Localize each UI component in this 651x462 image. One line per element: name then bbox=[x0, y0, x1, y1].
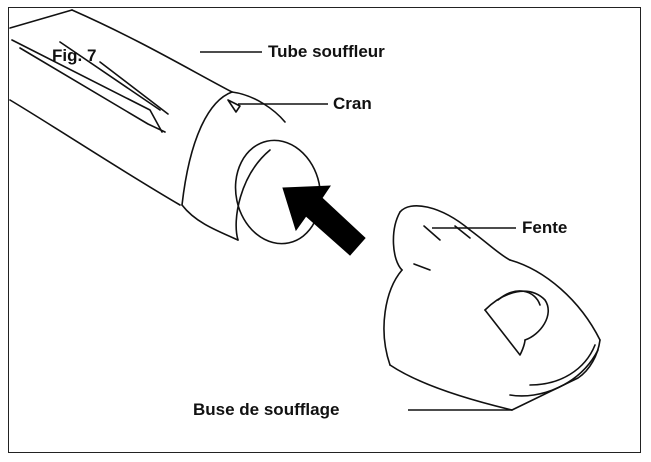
figure-number: Fig. 7 bbox=[52, 46, 97, 65]
callout-cran: Cran bbox=[333, 94, 372, 113]
callout-buse-de-soufflage: Buse de soufflage bbox=[193, 400, 340, 419]
blower-tube bbox=[9, 9, 286, 241]
callout-fente: Fente bbox=[522, 218, 568, 237]
blower-nozzle bbox=[383, 205, 601, 411]
tube-opening bbox=[234, 139, 322, 245]
callout-tube-souffleur: Tube souffleur bbox=[268, 42, 385, 61]
insertion-arrow bbox=[282, 185, 366, 256]
